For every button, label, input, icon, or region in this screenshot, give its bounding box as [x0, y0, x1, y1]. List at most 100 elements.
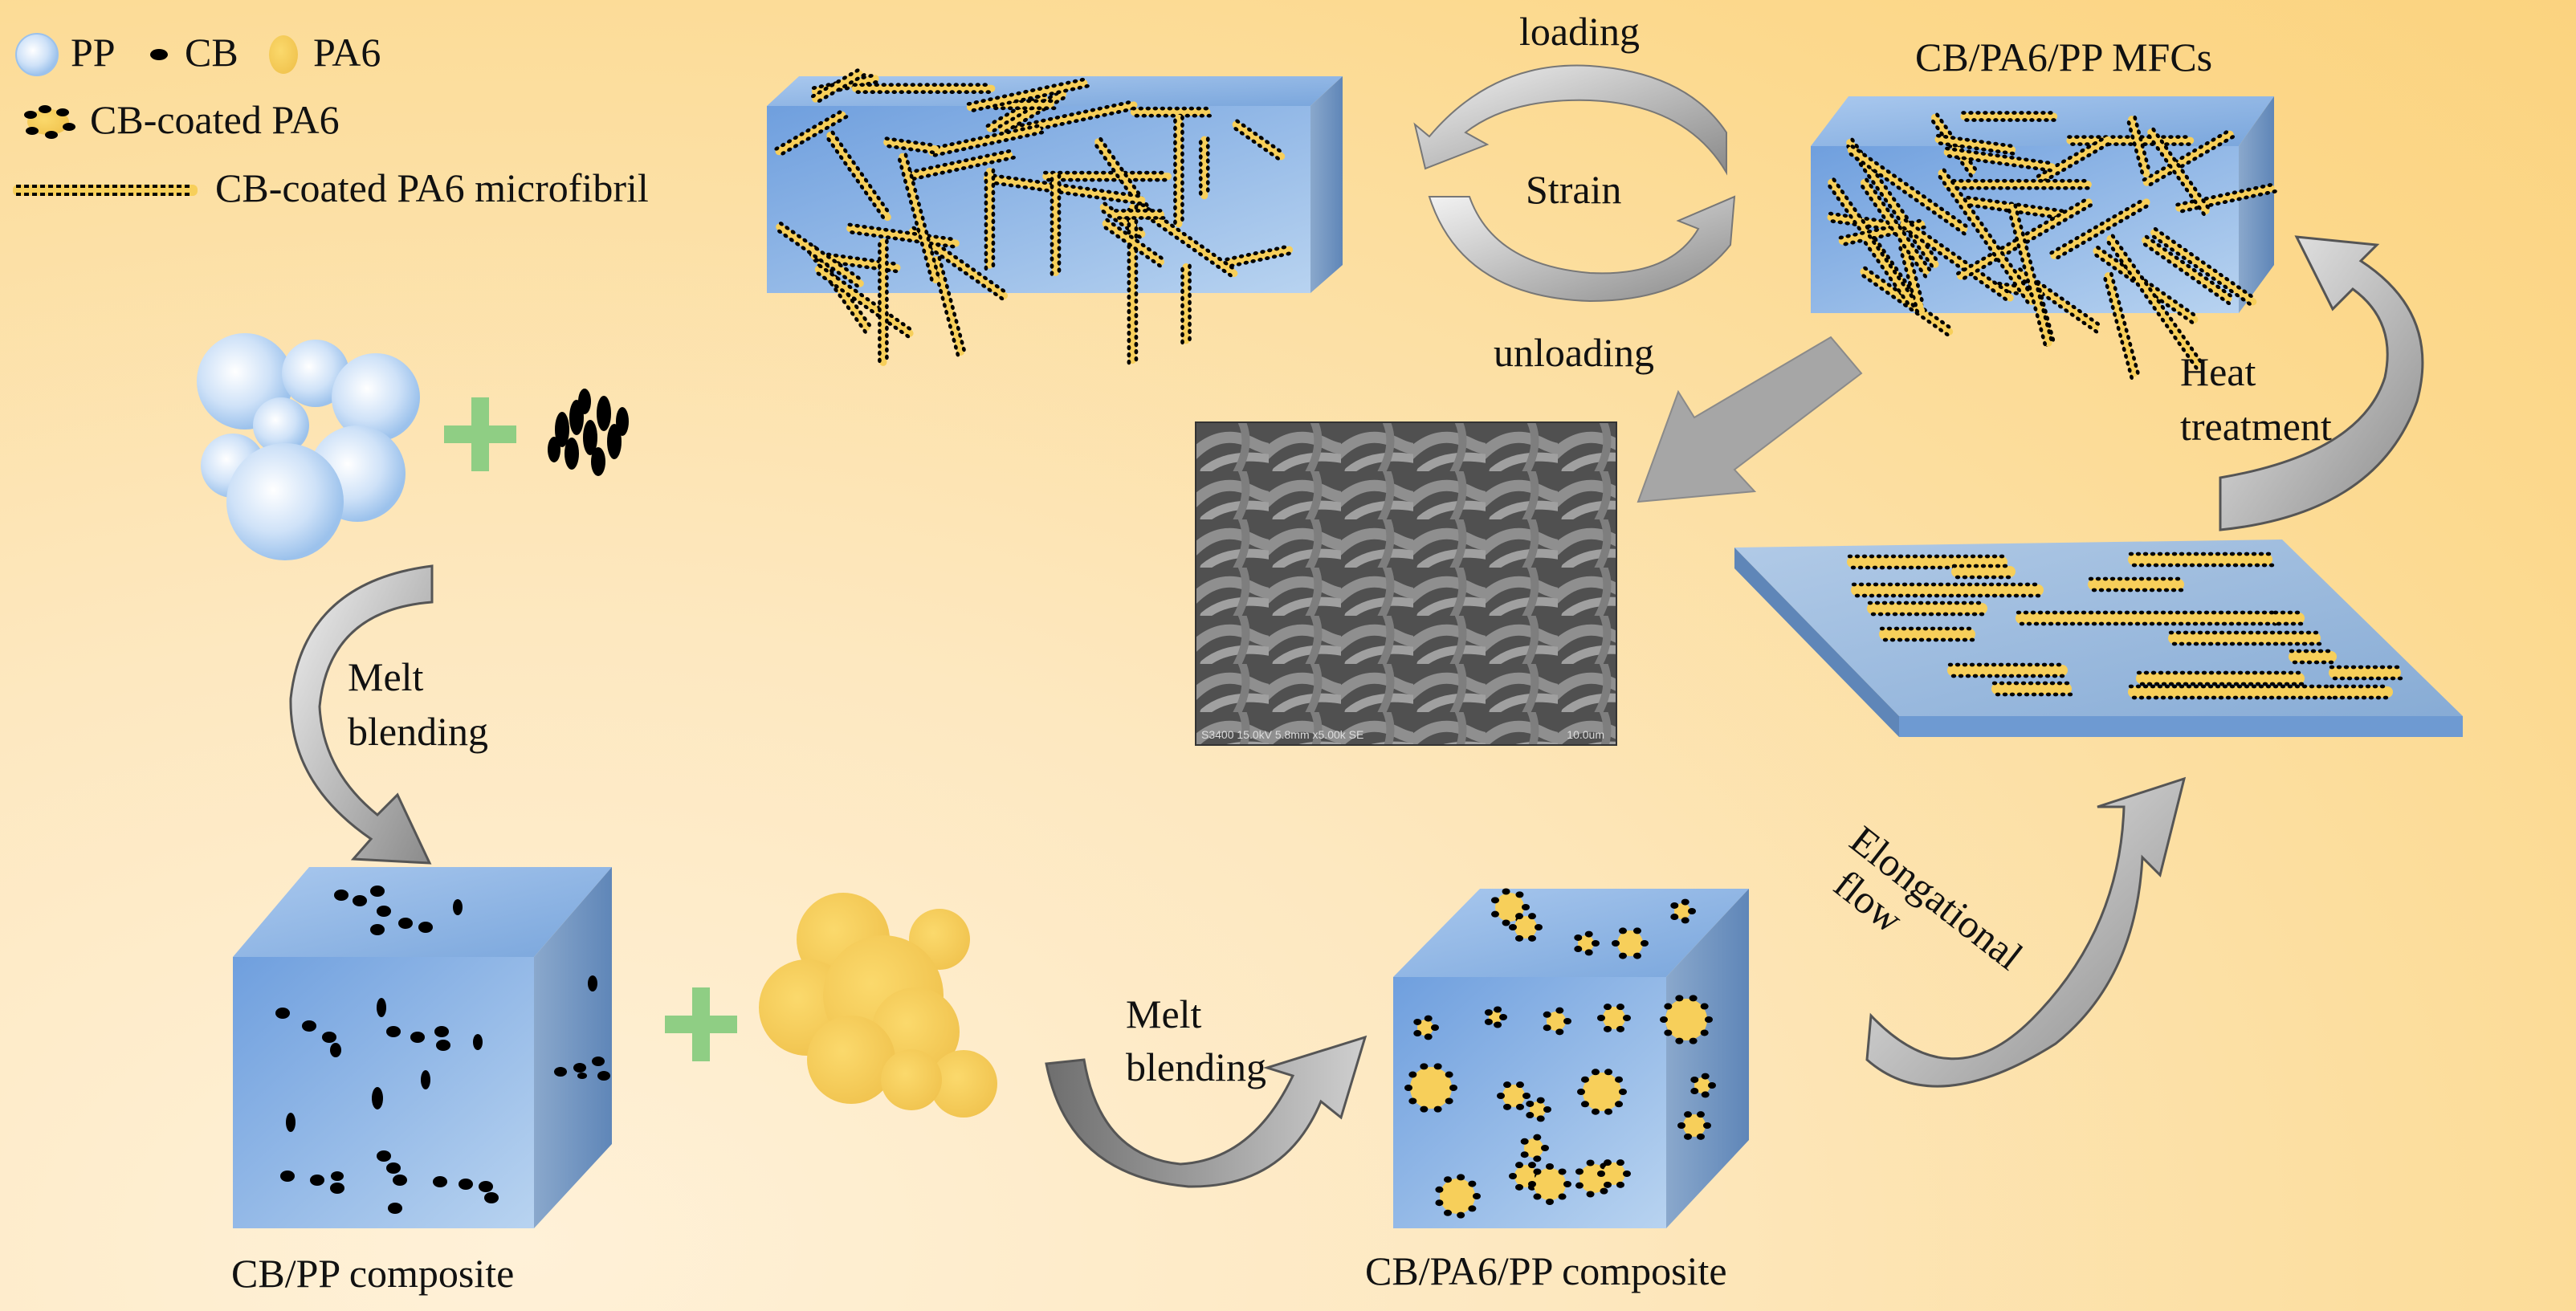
microfibril: [1938, 168, 2036, 305]
cb-coated-pa6-particle: [1509, 913, 1543, 942]
microfibril: [1232, 119, 1286, 161]
cb-icon: [150, 49, 168, 60]
legend-microfibril-label: CB-coated PA6 microfibril: [215, 165, 649, 210]
microfibril: [2289, 649, 2337, 665]
pa6-icon: [269, 35, 298, 74]
microfibril: [1180, 263, 1192, 345]
microfibril: [1863, 234, 1914, 305]
microfibril: [1934, 133, 2016, 156]
cb-coated-pa6-particle: [1497, 1081, 1531, 1110]
microfibril: [1867, 601, 1987, 617]
microfibril: [966, 77, 1090, 112]
microfibril: [1137, 202, 1238, 278]
cb-coated-pa6-particle: [1670, 898, 1696, 924]
cb-coated-pa6-icon: [24, 105, 75, 139]
cb-cluster: [548, 389, 629, 476]
loading-arrow: [1413, 64, 1727, 176]
cb-pp-composite-label: CB/PP composite: [231, 1251, 515, 1296]
heat-treatment-arrow: [2219, 235, 2424, 531]
microfibril: [1198, 136, 1210, 200]
cb-coated-pa6-particle: [1526, 1097, 1551, 1122]
melt-blending-1-line2: blending: [348, 709, 488, 754]
strain-label: Strain: [1526, 167, 1622, 212]
loading-label: loading: [1519, 9, 1640, 54]
elongational-flow-arrow: [1865, 776, 2187, 1088]
cb-coated-pa6-particle: [1690, 1073, 1716, 1098]
sem-fibers-image: [1196, 423, 1616, 744]
microfibril: [2103, 271, 2140, 381]
plus-icon-2: [665, 987, 737, 1061]
stretched-sheet: [1734, 539, 2463, 737]
cb-coated-pa6-particle: [1574, 930, 1600, 956]
microfibril: [1951, 564, 2016, 580]
legend-pa6-label: PA6: [313, 30, 381, 75]
cb-coated-pa6-particle: [1577, 1069, 1627, 1115]
cb-coated-pa6-particle: [1484, 1006, 1507, 1028]
cb-coated-pa6-particle: [1612, 927, 1649, 959]
unloading-arrow: [1428, 195, 1736, 303]
melt-blending-arrow-2: [1045, 1035, 1367, 1188]
microfibril: [826, 130, 891, 222]
melt-blending-arrow-1: [289, 564, 434, 865]
cb-coated-pa6-particle: [1435, 1174, 1481, 1219]
plus-icon-1: [444, 397, 516, 471]
microfibril: [2147, 127, 2210, 217]
microfibril: [1102, 218, 1164, 268]
melt-blending-2-line2: blending: [1126, 1044, 1266, 1089]
pa6-droplets: [759, 893, 997, 1118]
microfibril: [2128, 684, 2337, 700]
microfibril: [2150, 227, 2257, 306]
microfibril: [2329, 665, 2403, 681]
microfibril: [2168, 630, 2322, 646]
microfibril: [1943, 178, 2092, 190]
microfibril: [2136, 670, 2305, 686]
microfibril: [2016, 610, 2280, 626]
legend-icons: [13, 33, 298, 196]
legend-cb-label: CB: [185, 30, 238, 75]
cb-coated-pa6-particle: [1404, 1063, 1457, 1113]
microfibril: [1991, 681, 2073, 697]
microfibril: [2088, 576, 2184, 592]
microfibril: [1943, 146, 2056, 173]
microfibril: [1113, 209, 1166, 220]
melt-blending-1-line1: Melt: [348, 654, 424, 699]
cb-coated-pa6-particle: [1597, 1004, 1631, 1032]
sem-scale-bar: 10.0um: [1567, 728, 1604, 741]
cb-coated-pa6-particle: [1413, 1015, 1439, 1040]
microfibril: [877, 238, 889, 366]
microfibril: [1173, 114, 1184, 228]
microfibril: [1130, 106, 1213, 118]
microfibril: [2128, 552, 2275, 568]
sem-arrow: [1636, 336, 1863, 503]
sem-micrograph: S3400 15.0kV 5.8mm x5.00k SE 10.0um: [1195, 421, 1617, 746]
unloading-label: unloading: [1494, 330, 1654, 375]
cb-pa6-pp-cube: [1393, 888, 1749, 1228]
heat-label-line2: treatment: [2180, 404, 2332, 449]
microfibril: [883, 136, 940, 155]
microfibril: [2049, 198, 2150, 260]
microfibril: [851, 83, 996, 95]
microfibril: [2272, 610, 2305, 626]
microfibril: [774, 110, 849, 156]
mfcs-box: [1811, 96, 2277, 381]
microfibril: [1947, 662, 2068, 678]
microfibril: [2142, 234, 2232, 306]
legend-cb-coated-pa6-label: CB-coated PA6: [90, 97, 340, 142]
microfibril: [984, 167, 996, 271]
microfibril: [1898, 241, 1924, 310]
cb-coated-pa6-particle: [1597, 1159, 1631, 1188]
microfibril: [1851, 582, 2044, 598]
microfibril: [776, 222, 864, 288]
mfcs-title: CB/PA6/PP MFCs: [1915, 35, 2213, 79]
cb-coated-pa6-particle: [1677, 1111, 1711, 1140]
cb-coated-pa6-particle: [1520, 1134, 1549, 1162]
microfibril: [814, 263, 914, 339]
microfibril: [898, 153, 940, 283]
melt-blending-2-line1: Melt: [1126, 991, 1202, 1036]
cb-coated-pa6-particle: [1543, 1007, 1571, 1036]
microfibril: [2007, 203, 2053, 347]
cb-coated-microfibril-icon: [13, 185, 198, 196]
pp-bubbles: [197, 333, 420, 560]
